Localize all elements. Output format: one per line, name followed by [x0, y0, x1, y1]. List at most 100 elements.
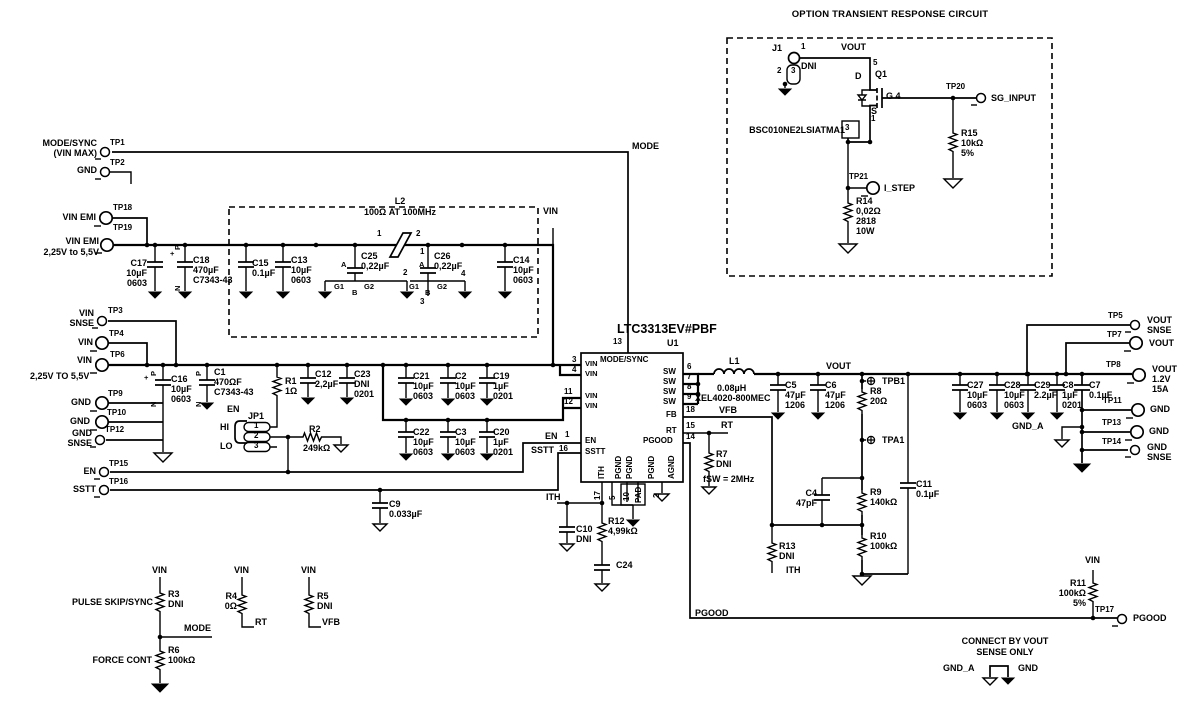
- transient-circuit: [778, 51, 987, 254]
- pull-networks: [151, 570, 1098, 693]
- ic-pin11-number: 11: [564, 387, 573, 396]
- tp12-name: GND SNSE: [67, 428, 92, 449]
- ic-ltc3313: [558, 352, 684, 592]
- tp16-name: SSTT: [72, 484, 96, 494]
- ic-part-number: LTC3313EV#PBF: [617, 322, 717, 336]
- ic-pin10-number: 10: [622, 492, 631, 501]
- tp1-name: MODE/SYNC (VIN MAX): [42, 138, 97, 159]
- cap-c26-label: C26 0,22µF: [434, 251, 463, 272]
- c18-plus-mark: +: [170, 249, 175, 258]
- ic-pin13-number: 13: [613, 337, 622, 346]
- cap-c19-label: C19 1µF 0201: [493, 371, 514, 402]
- res-r10-label: R10 100kΩ: [870, 531, 898, 552]
- tp10-number: TP10: [107, 408, 127, 417]
- net-vfb: VFB: [719, 405, 737, 415]
- tp1-number: TP1: [110, 138, 125, 147]
- cap-c21-label: C21 10µF 0603: [413, 371, 434, 402]
- force-cont-label: FORCE CONT: [92, 655, 153, 665]
- jp1-pin2: 2: [254, 431, 259, 440]
- cap-c15-label: C15 0.1µF: [252, 258, 276, 279]
- tp17-name: PGOOD: [1133, 613, 1167, 623]
- c26-term-b: B: [425, 288, 431, 297]
- tp18-name: VIN EMI: [62, 212, 96, 222]
- cap-c22-label: C22 10µF 0603: [413, 427, 434, 458]
- fsw-note: fSW = 2MHz: [703, 474, 755, 484]
- tp11-number: TP11: [1103, 396, 1122, 405]
- cap-c29-label: C29 2.2µF: [1034, 380, 1058, 401]
- ic-pin12-number: 12: [564, 397, 573, 406]
- jp1-pin1: 1: [254, 421, 259, 430]
- ic-pin-sw-1: SW: [663, 367, 676, 376]
- q1-part-number: BSC010NE2LSIATMA1: [749, 125, 845, 135]
- emi-filter-components: [146, 232, 514, 299]
- res-r14-label: R14 0,02Ω 2818 10W: [856, 196, 881, 237]
- note-gnda: GND_A: [943, 663, 975, 673]
- cap-c16-label: C16 10µF 0603: [171, 374, 192, 405]
- res-r15-label: R15 10kΩ 5%: [961, 128, 984, 159]
- tp5-name: VOUT SNSE: [1147, 315, 1173, 336]
- tp11-name: GND: [1150, 404, 1170, 414]
- ic-pin-sstt: SSTT: [585, 447, 606, 456]
- gnd-strap: [982, 665, 1015, 686]
- net-mode-bottom: MODE: [184, 623, 211, 633]
- net-pgood-bottom: PGOOD: [695, 608, 729, 618]
- resistor-r7: [701, 433, 717, 495]
- ic-pin-pgnd-3: PGND: [647, 455, 656, 479]
- j1-pin1: 1: [801, 42, 806, 51]
- ic-pin-fb: FB: [666, 410, 677, 419]
- tp3-name: VIN SNSE: [69, 308, 94, 329]
- c26-term-a: A: [419, 260, 425, 269]
- ic-pin-vin-3: VIN: [585, 391, 598, 400]
- ic-pin-rt: RT: [666, 426, 677, 435]
- jp1-net-en: EN: [227, 404, 240, 414]
- ic-pin9-number: 9: [687, 392, 692, 401]
- cap-c3-label: C3 10µF 0603: [455, 427, 476, 458]
- jp1-hi: HI: [220, 422, 229, 432]
- tp13-number: TP13: [1102, 418, 1122, 427]
- ic-pin5-number: 5: [608, 495, 617, 500]
- res-r11-label: R11 100kΩ 5%: [1058, 578, 1086, 609]
- tp5-number: TP5: [1108, 311, 1123, 320]
- ic-pin-vin-1: VIN: [585, 359, 598, 368]
- res-r6-label: R6 100kΩ: [168, 645, 196, 666]
- tp12-number: TP12: [105, 425, 125, 434]
- res-r8-label: R8 20Ω: [870, 386, 888, 407]
- tp9-number: TP9: [108, 389, 123, 398]
- cap-c6-label: C6 47µF 1206: [825, 380, 846, 411]
- c18-pol-p: P: [173, 244, 182, 250]
- tp4-name: VIN: [77, 337, 93, 347]
- c18-pol-n: N: [173, 285, 182, 291]
- note-line1: CONNECT BY VOUT: [961, 636, 1049, 646]
- cap-c24-label: C24: [616, 560, 633, 570]
- jumper-jp1[interactable]: [234, 420, 349, 472]
- j1-dni: DNI: [801, 61, 817, 71]
- tp6-name: VIN: [76, 355, 92, 365]
- q1-pin5: 5: [873, 58, 878, 67]
- jp1-ref: JP1: [248, 411, 265, 421]
- tp4-number: TP4: [109, 329, 124, 338]
- ferrite-bead-l2: [388, 232, 413, 258]
- cap-c18-label: C18 470µF C7343-43: [193, 255, 233, 286]
- q1-pad-pin3: 3: [845, 123, 850, 132]
- tp9-name: GND: [71, 397, 91, 407]
- res-r1-label: R1 1Ω: [285, 376, 298, 397]
- net-rt-bottom: RT: [255, 617, 267, 627]
- cap-c4-label: C4 47pF: [795, 488, 817, 509]
- c1-pol-p: P: [194, 370, 203, 376]
- q1-gate: G 4: [886, 91, 901, 101]
- tp6-range: 2,25V TO 5,5V: [30, 371, 90, 381]
- j1-ref: J1: [772, 43, 783, 53]
- tp7-number: TP7: [1107, 330, 1122, 339]
- tp14-name: GND SNSE: [1147, 442, 1172, 463]
- c26-term-g2: G2: [437, 282, 448, 291]
- cap-c1-label: C1 470ΩF C7343-43: [214, 367, 254, 398]
- tp19-name: VIN EMI: [65, 236, 99, 246]
- cap-c14-label: C14 10µF 0603: [513, 255, 534, 286]
- ic-pin-vin-2: VIN: [585, 369, 598, 378]
- transient-circuit-box: [726, 37, 1053, 277]
- cap-c10-label: C10 DNI: [576, 524, 593, 545]
- note-line2: SENSE ONLY: [976, 647, 1034, 657]
- q1-source: S: [871, 106, 878, 116]
- tp7-name: VOUT: [1149, 338, 1175, 348]
- ic-pin8-number: 8: [687, 382, 692, 391]
